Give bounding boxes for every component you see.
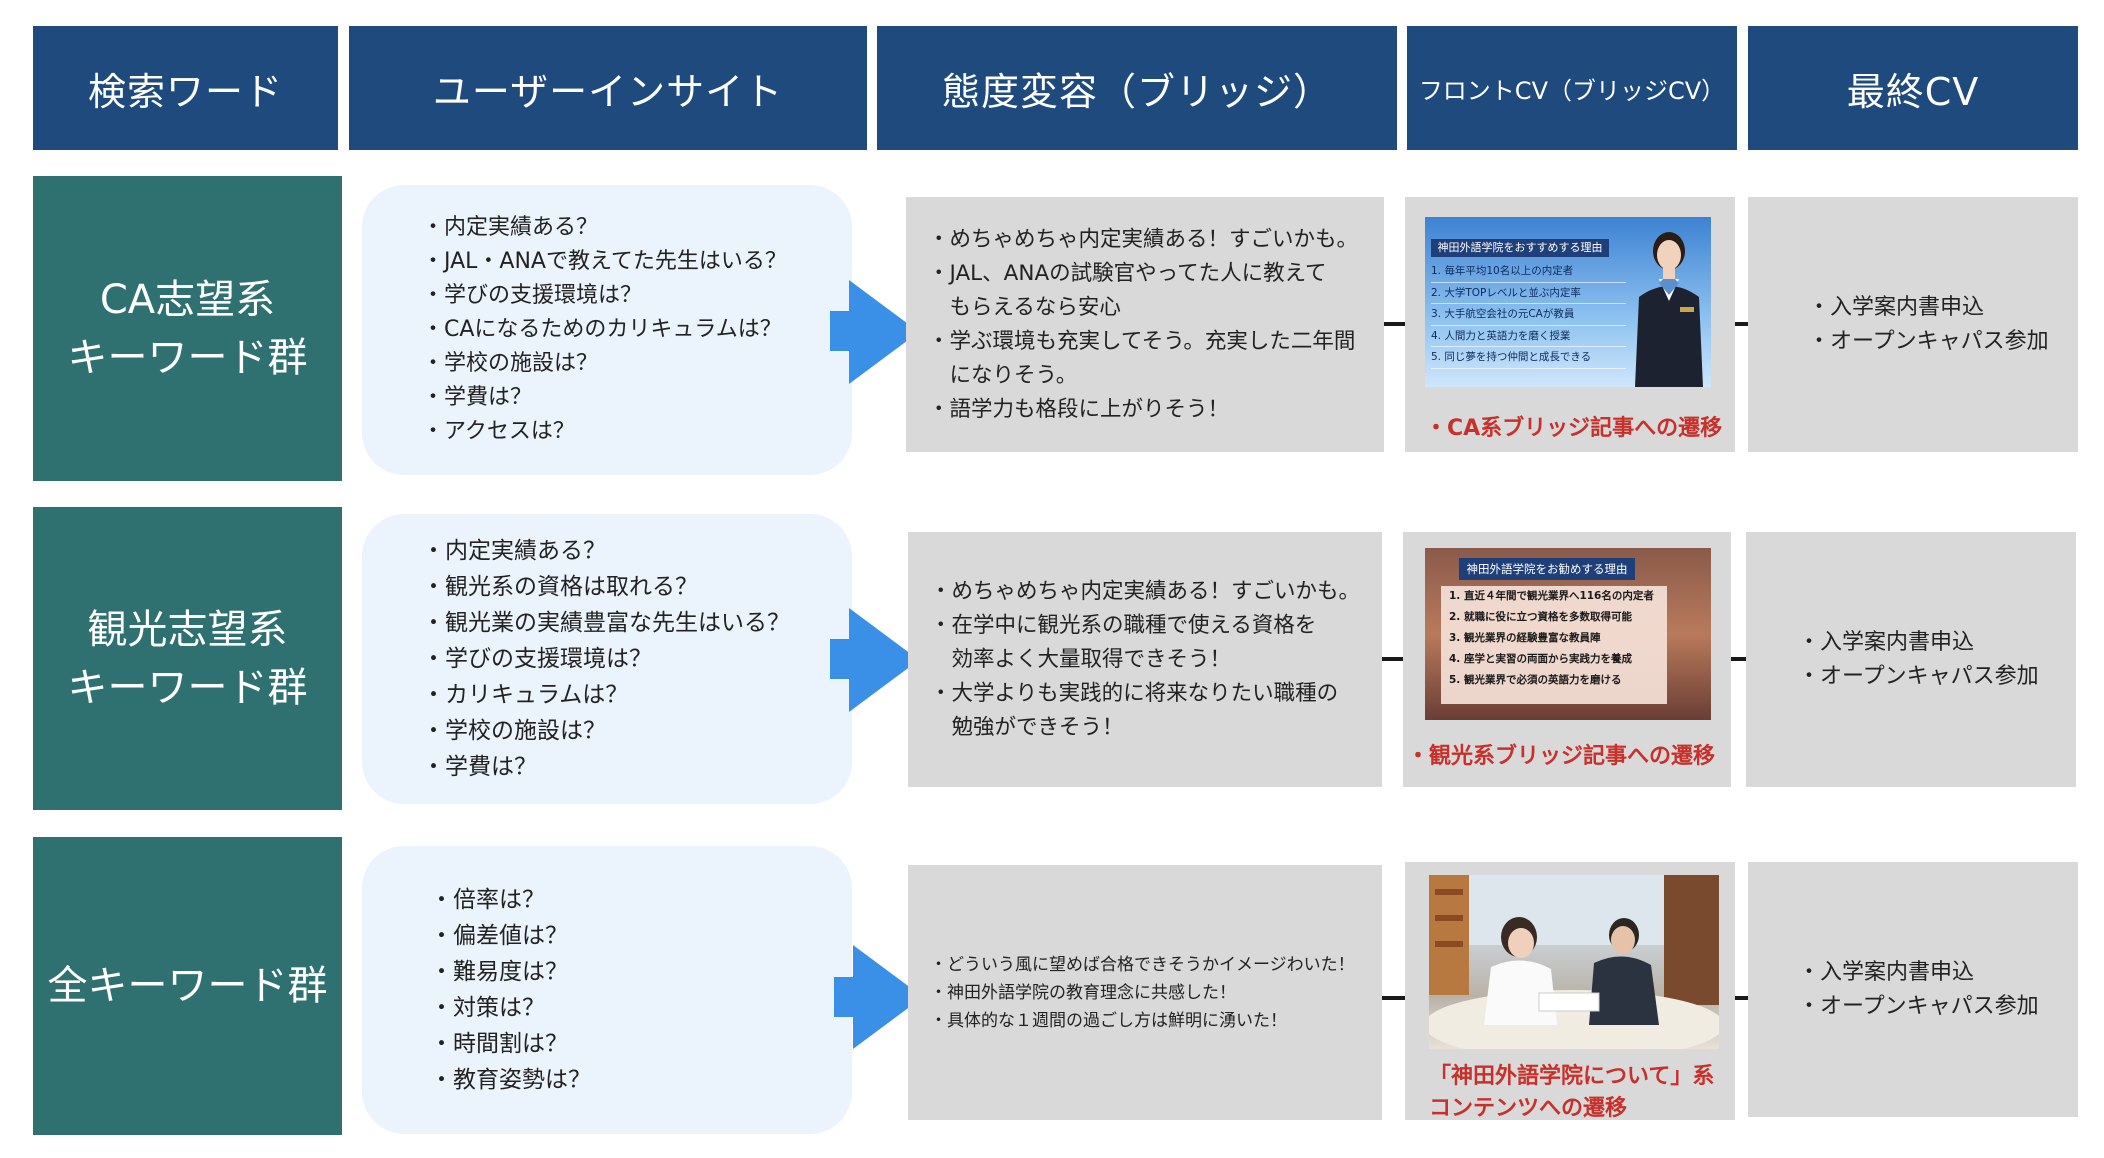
keyword-line: キーワード群 bbox=[67, 664, 308, 711]
thumbnail-list: 1. 毎年平均10名以上の内定者 2. 大学TOPレベルと並ぶ内定率 3. 大手… bbox=[1431, 261, 1626, 369]
flight-attendant-illustration bbox=[1635, 232, 1703, 387]
attitude-line: ・神田外語学院の教育理念に共感した！ bbox=[930, 982, 1236, 1003]
attitude-line: もらえるなら安心 bbox=[928, 294, 1121, 320]
front-cv-label: コンテンツへの遷移 bbox=[1429, 1096, 1628, 1121]
attitude-line: ・在学中に観光系の職種で使える資格を bbox=[930, 612, 1317, 638]
keyword-line: 観光志望系 bbox=[87, 606, 288, 653]
attitude-box-all: ・どういう風に望めば合格できそうかイメージわいた！ ・神田外語学院の教育理念に共… bbox=[908, 865, 1382, 1120]
thumbnail-banner: 神田外語学院をお勧めする理由 bbox=[1459, 558, 1635, 580]
insight-item: ・学費は？ bbox=[422, 385, 533, 410]
header-user-insight: ユーザーインサイト bbox=[349, 26, 867, 150]
arrow-stem bbox=[830, 311, 852, 351]
final-cv-item: ・オープンキャパス参加 bbox=[1808, 328, 2049, 354]
insight-item: ・内定実績ある？ bbox=[422, 215, 599, 240]
attitude-box-tourism: ・めちゃめちゃ内定実績ある！すごいかも。 ・在学中に観光系の職種で使える資格を … bbox=[908, 532, 1382, 787]
thumbnail-item: 3. 観光業界の経験豊富な教員陣 bbox=[1449, 632, 1601, 644]
attitude-box-ca: ・めちゃめちゃ内定実績ある！すごいかも。 ・JAL、ANAの試験官やってた人に教… bbox=[906, 197, 1384, 452]
front-cv-box-ca: 神田外語学院をおすすめする理由 1. 毎年平均10名以上の内定者 2. 大学TO… bbox=[1405, 197, 1735, 452]
thumbnail-list: 1. 直近４年間で観光業界へ116名の内定者 2. 就職に役に立つ資格を多数取得… bbox=[1441, 586, 1667, 704]
insight-item: ・倍率は？ bbox=[430, 887, 545, 913]
insight-item: ・内定実績ある？ bbox=[422, 538, 606, 564]
front-cv-label: ・CA系ブリッジ記事への遷移 bbox=[1425, 416, 1723, 441]
final-cv-item: ・オープンキャパス参加 bbox=[1798, 993, 2039, 1019]
front-cv-box-about: 「神田外語学院について」系 コンテンツへの遷移 bbox=[1405, 862, 1735, 1121]
header-search-word: 検索ワード bbox=[33, 26, 338, 150]
insight-item: ・難易度は？ bbox=[430, 959, 568, 985]
tourism-article-thumbnail: 神田外語学院をお勧めする理由 1. 直近４年間で観光業界へ116名の内定者 2.… bbox=[1425, 548, 1711, 720]
insight-bubble-tourism: ・内定実績ある？ ・観光系の資格は取れる？ ・観光業の実績豊富な先生はいる？ ・… bbox=[362, 514, 852, 804]
thumbnail-item: 5. 同じ夢を持つ仲間と成長できる bbox=[1431, 347, 1626, 369]
arrow-stem bbox=[830, 639, 852, 679]
arrow-stem bbox=[834, 977, 856, 1017]
ca-article-thumbnail: 神田外語学院をおすすめする理由 1. 毎年平均10名以上の内定者 2. 大学TO… bbox=[1425, 217, 1711, 387]
connector-line bbox=[1382, 657, 1404, 661]
thumbnail-item: 2. 大学TOPレベルと並ぶ内定率 bbox=[1431, 283, 1626, 304]
attitude-line: ・語学力も格段に上がりそう！ bbox=[928, 396, 1230, 422]
connector-line bbox=[1735, 996, 1749, 1000]
attitude-line: になりそう。 bbox=[928, 362, 1078, 388]
front-cv-label: ・観光系ブリッジ記事への遷移 bbox=[1407, 744, 1716, 769]
consultation-photo bbox=[1429, 875, 1719, 1049]
final-cv-item: ・入学案内書申込 bbox=[1798, 959, 1975, 985]
header-final-cv: 最終CV bbox=[1748, 26, 2078, 150]
insight-item: ・偏差値は？ bbox=[430, 923, 568, 949]
thumbnail-item: 3. 大手航空会社の元CAが教員 bbox=[1431, 304, 1626, 326]
insight-bubble-all: ・倍率は？ ・偏差値は？ ・難易度は？ ・対策は？ ・時間割は？ ・教育姿勢は？ bbox=[362, 846, 852, 1134]
attitude-line: ・めちゃめちゃ内定実績ある！すごいかも。 bbox=[928, 226, 1359, 252]
insight-item: ・観光系の資格は取れる？ bbox=[422, 574, 698, 600]
attitude-line: ・めちゃめちゃ内定実績ある！すごいかも。 bbox=[930, 578, 1361, 604]
arrow-right-icon bbox=[849, 608, 919, 712]
final-cv-box-all: ・入学案内書申込 ・オープンキャパス参加 bbox=[1748, 862, 2078, 1117]
attitude-line: ・大学よりも実践的に将来なりたい職種の bbox=[930, 680, 1339, 706]
thumbnail-banner: 神田外語学院をおすすめする理由 bbox=[1431, 239, 1609, 257]
keyword-cell-all: 全キーワード群 bbox=[33, 837, 342, 1135]
header-front-cv: フロントCV（ブリッジCV） bbox=[1407, 26, 1737, 150]
keyword-line: 全キーワード群 bbox=[47, 963, 328, 1009]
insight-item: ・観光業の実績豊富な先生はいる？ bbox=[422, 610, 790, 636]
attitude-line: ・学ぶ環境も充実してそう。充実した二年間 bbox=[928, 328, 1356, 354]
connector-line bbox=[1735, 322, 1749, 326]
thumbnail-item: 1. 直近４年間で観光業界へ116名の内定者 bbox=[1449, 590, 1654, 602]
attitude-line: ・どういう風に望めば合格できそうかイメージわいた！ bbox=[930, 954, 1355, 975]
keyword-cell-ca: CA志望系 キーワード群 bbox=[33, 176, 342, 481]
final-cv-box-ca: ・入学案内書申込 ・オープンキャパス参加 bbox=[1748, 197, 2078, 452]
insight-bubble-ca: ・内定実績ある？ ・JAL・ANAで教えてた先生はいる？ ・学びの支援環境は？ … bbox=[362, 185, 852, 475]
insight-item: ・学びの支援環境は？ bbox=[422, 283, 643, 308]
attitude-line: 効率よく大量取得できそう！ bbox=[930, 646, 1232, 672]
attitude-line: 勉強ができそう！ bbox=[930, 714, 1124, 740]
final-cv-item: ・入学案内書申込 bbox=[1798, 629, 1975, 655]
attitude-line: ・具体的な１週間の過ごし方は鮮明に湧いた！ bbox=[930, 1010, 1287, 1031]
keyword-line: CA志望系 bbox=[99, 276, 276, 323]
connector-line bbox=[1384, 322, 1406, 326]
thumbnail-item: 2. 就職に役に立つ資格を多数取得可能 bbox=[1449, 611, 1632, 623]
insight-item: ・教育姿勢は？ bbox=[430, 1067, 591, 1093]
insight-item: ・CAになるためのカリキュラムは？ bbox=[422, 317, 782, 342]
final-cv-box-tourism: ・入学案内書申込 ・オープンキャパス参加 bbox=[1746, 532, 2076, 787]
front-cv-box-tourism: 神田外語学院をお勧めする理由 1. 直近４年間で観光業界へ116名の内定者 2.… bbox=[1403, 532, 1731, 787]
insight-item: ・学費は？ bbox=[422, 754, 537, 780]
insight-item: ・時間割は？ bbox=[430, 1031, 568, 1057]
connector-line bbox=[1731, 657, 1747, 661]
insight-item: ・対策は？ bbox=[430, 995, 545, 1021]
insight-item: ・学校の施設は？ bbox=[422, 351, 599, 376]
front-cv-label: 「神田外語学院について」系 bbox=[1429, 1064, 1715, 1089]
insight-item: ・アクセスは？ bbox=[422, 419, 575, 444]
connector-line bbox=[1382, 996, 1406, 1000]
insight-item: ・学校の施設は？ bbox=[422, 718, 606, 744]
keyword-cell-tourism: 観光志望系 キーワード群 bbox=[33, 507, 342, 810]
attitude-line: ・JAL、ANAの試験官やってた人に教えて bbox=[928, 260, 1327, 286]
insight-item: ・JAL・ANAで教えてた先生はいる？ bbox=[422, 249, 787, 274]
final-cv-item: ・入学案内書申込 bbox=[1808, 294, 1985, 320]
keyword-line: キーワード群 bbox=[67, 334, 308, 381]
thumbnail-item: 5. 観光業界で必須の英語力を磨ける bbox=[1449, 674, 1622, 686]
header-attitude-change: 態度変容（ブリッジ） bbox=[877, 26, 1397, 150]
thumbnail-item: 4. 座学と実習の両面から実践力を養成 bbox=[1449, 653, 1632, 665]
insight-item: ・カリキュラムは？ bbox=[422, 682, 629, 708]
thumbnail-item: 1. 毎年平均10名以上の内定者 bbox=[1431, 261, 1626, 283]
thumbnail-item: 4. 人間力と英語力を磨く授業 bbox=[1431, 326, 1626, 347]
insight-item: ・学びの支援環境は？ bbox=[422, 646, 652, 672]
school-photo-thumbnail bbox=[1429, 875, 1719, 1049]
final-cv-item: ・オープンキャパス参加 bbox=[1798, 663, 2039, 689]
